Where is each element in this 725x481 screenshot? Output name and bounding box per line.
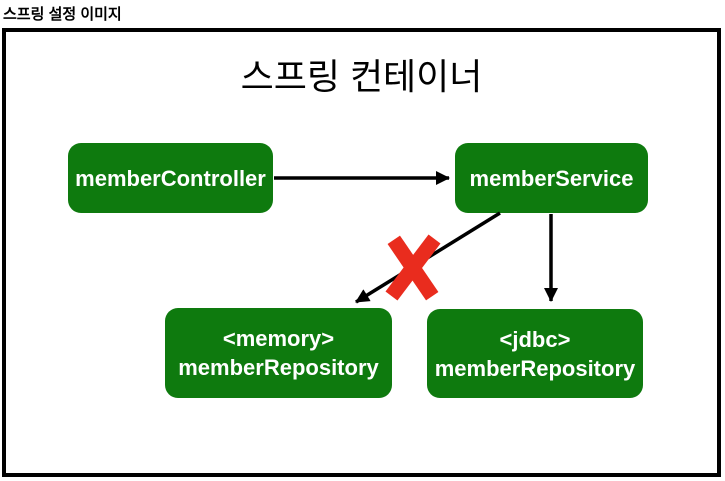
node-jdbc-member-repository: <jdbc> memberRepository bbox=[427, 309, 643, 398]
node-jdbc-member-repository-label: memberRepository bbox=[434, 355, 636, 381]
page-title: 스프링 설정 이미지 bbox=[3, 6, 122, 23]
node-member-service: memberService bbox=[455, 143, 648, 213]
node-memory-member-repository: <memory> memberRepository bbox=[165, 308, 392, 398]
node-memory-member-repository-type: <memory> bbox=[222, 326, 335, 351]
node-member-controller-label: memberController bbox=[75, 165, 266, 191]
node-member-controller: memberController bbox=[68, 143, 273, 213]
node-jdbc-member-repository-type: <jdbc> bbox=[499, 326, 571, 352]
spring-container-box: 스프링 컨테이너 bbox=[2, 28, 721, 477]
node-memory-member-repository-label: memberRepository bbox=[178, 355, 379, 380]
container-title: 스프링 컨테이너 bbox=[240, 56, 483, 97]
node-member-service-label: memberService bbox=[469, 165, 634, 191]
